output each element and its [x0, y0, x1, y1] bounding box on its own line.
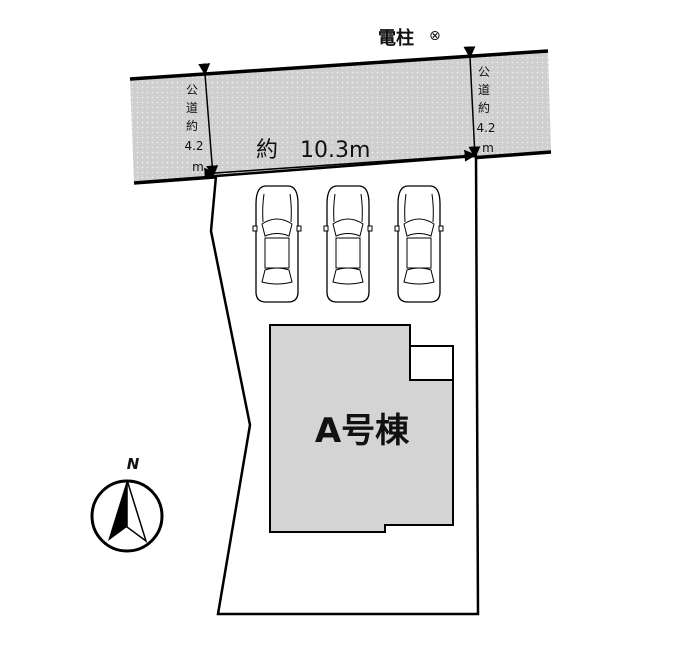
north-compass: N [90, 455, 164, 553]
road-width-label-left: 公 道 約 4.2 m [184, 83, 203, 174]
parked-car [252, 185, 302, 303]
road-width-right-char-2: 道 [478, 83, 490, 97]
frontage-dimension-line [204, 149, 477, 180]
parked-car [323, 185, 373, 303]
road-width-right-char-3: 約 [478, 100, 490, 115]
compass-needle-dark [108, 480, 127, 541]
road-width-left-char-3: 約 [186, 118, 198, 133]
road-width-left-unit: m [192, 160, 204, 174]
utility-pole-symbol: ⊗ [429, 28, 441, 44]
road-width-left-value: 4.2 [184, 139, 203, 153]
road-width-left-char-2: 道 [186, 101, 198, 115]
road-width-line-right [463, 46, 481, 159]
road-width-right-char-1: 公 [478, 65, 490, 79]
compass-needle-light [126, 479, 148, 543]
parked-car [394, 185, 444, 303]
building-label: A号棟 [315, 411, 410, 451]
road-width-right-value: 4.2 [476, 121, 495, 135]
road-width-label-right: 公 道 約 4.2 m [476, 65, 495, 155]
utility-pole-label: 電柱 [378, 27, 414, 49]
parking-area [252, 185, 444, 303]
road-width-left-char-1: 公 [186, 83, 198, 97]
road-width-right-unit: m [482, 141, 494, 155]
building-notch [409, 345, 454, 381]
frontage-label: 約 10.3m [256, 138, 370, 163]
north-label: N [127, 455, 140, 473]
building-a [269, 324, 454, 533]
